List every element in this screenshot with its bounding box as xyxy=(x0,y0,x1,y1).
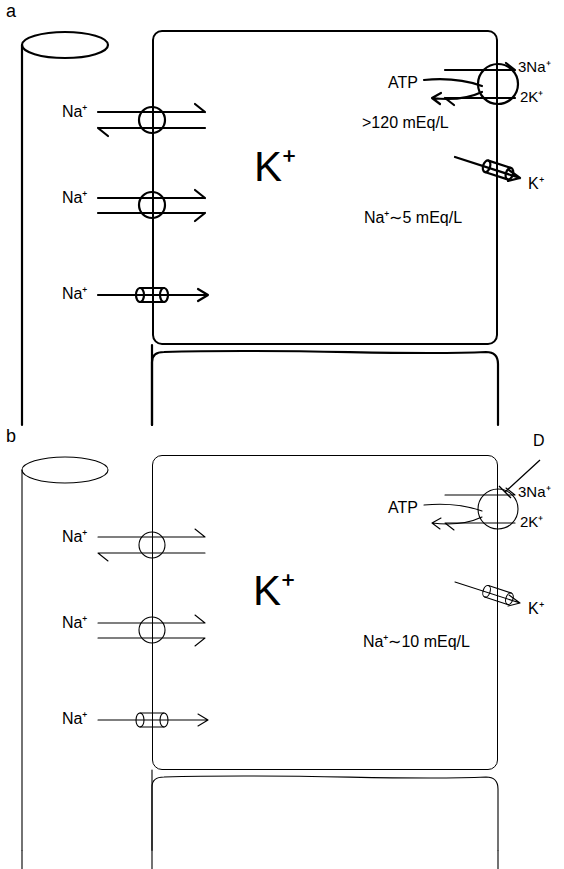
cell-box: K⁺ Na⁺∼10 mEq/L xyxy=(152,455,498,770)
panel-a-illustration xyxy=(22,32,520,425)
ion-label: ATP xyxy=(388,499,418,517)
panel-b-illustration xyxy=(22,457,520,850)
ion-label: K⁺ xyxy=(254,144,296,190)
concentration-label: >120 mEq/L xyxy=(362,114,449,132)
ion-label: Na⁺ xyxy=(62,285,87,303)
concentration-label: Na⁺∼5 mEq/L xyxy=(364,209,462,227)
ion-label: Na⁺ xyxy=(62,103,87,121)
ion-label: 2K⁺ xyxy=(520,89,543,106)
panel-letter: a xyxy=(6,2,16,22)
drug-label: D xyxy=(533,432,545,450)
ion-label: Na⁺ xyxy=(62,189,87,207)
ion-label: K⁺ xyxy=(528,175,544,193)
cell-box: K⁺ >120 mEq/L Na⁺∼5 mEq/L xyxy=(152,30,498,345)
ion-label: 2K⁺ xyxy=(520,514,543,531)
ion-label: Na⁺ xyxy=(62,614,87,632)
ion-label: Na⁺ xyxy=(62,528,87,546)
ion-label: ATP xyxy=(388,74,418,92)
lower-cell-edge xyxy=(22,850,498,869)
ion-label: K⁺ xyxy=(528,600,544,618)
panel-letter: b xyxy=(6,427,16,447)
ion-label: 3Na⁺ xyxy=(518,59,551,76)
ion-label: K⁺ xyxy=(253,568,295,614)
ion-label: Na⁺ xyxy=(62,710,87,728)
ion-label: 3Na⁺ xyxy=(518,484,551,501)
concentration-label: Na⁺∼10 mEq/L xyxy=(363,633,470,651)
